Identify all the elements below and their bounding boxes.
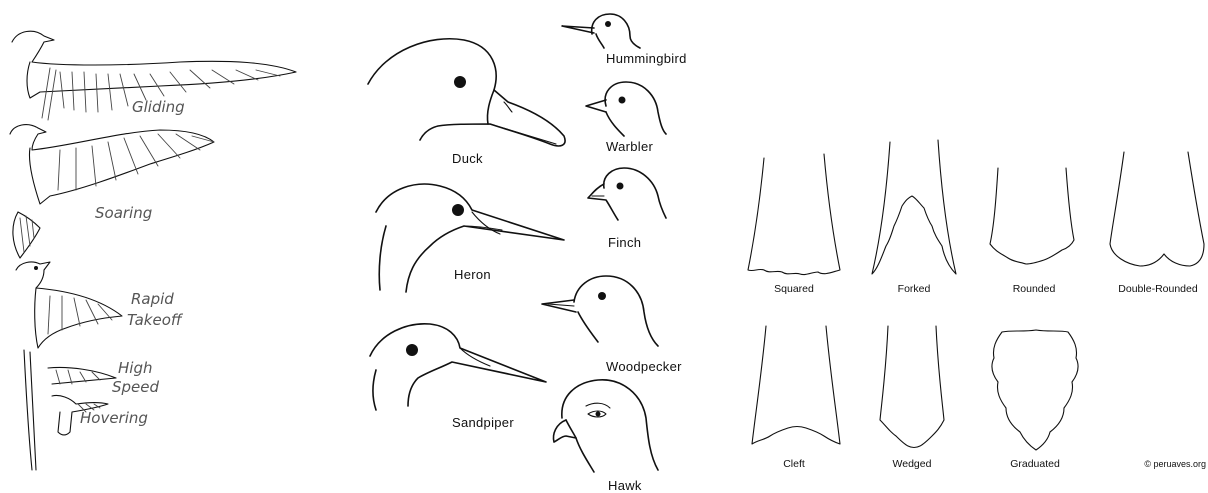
hovering-label: Hovering [80,409,148,427]
copyright-text: © peruaves.org [1144,459,1206,469]
duck-head: Duck [368,39,565,166]
warbler-head: Warbler [586,82,666,154]
finch-head: Finch [588,168,666,250]
wing-flight-panel: Gliding Soaring Rapid [0,0,330,493]
cleft-label: Cleft [783,458,805,470]
speed-label: Speed [112,378,160,396]
wedged-label: Wedged [893,458,932,470]
double-rounded-label: Double-Rounded [1118,283,1198,295]
takeoff-label: Takeoff [127,311,184,329]
squared-label: Squared [774,283,814,295]
beak-types-illustration: Hummingbird Duck Warbler Heron [340,0,720,493]
sandpiper-label: Sandpiper [452,415,514,430]
rapid-takeoff-bird-drawing: Rapid Takeoff [13,212,184,348]
finch-label: Finch [608,235,641,250]
soaring-label: Soaring [95,204,152,222]
tail-shapes-panel: Squared Forked Rounded Double-Rounded Cl… [730,0,1208,493]
rounded-tail-shape: Rounded [990,168,1074,295]
gliding-bird-drawing: Gliding [12,31,296,120]
beak-types-panel: Hummingbird Duck Warbler Heron [340,0,720,493]
rounded-label: Rounded [1013,283,1056,295]
tail-shapes-illustration: Squared Forked Rounded Double-Rounded Cl… [730,0,1208,493]
soaring-bird-drawing: Soaring [10,125,214,222]
hawk-label: Hawk [608,478,642,493]
warbler-label: Warbler [606,139,653,154]
wing-flight-illustration: Gliding Soaring Rapid [0,0,330,493]
double-rounded-tail-shape: Double-Rounded [1110,152,1204,295]
wedged-tail-shape: Wedged [880,326,944,470]
hummingbird-label: Hummingbird [606,51,687,66]
hummingbird-head: Hummingbird [562,14,687,66]
heron-label: Heron [454,267,491,282]
hovering-bird-drawing: Hovering [52,395,148,435]
cleft-tail-shape: Cleft [752,326,840,470]
forked-label: Forked [898,283,931,295]
duck-label: Duck [452,151,483,166]
graduated-tail-shape: Graduated [992,330,1078,470]
rapid-label: Rapid [131,290,174,308]
graduated-label: Graduated [1010,458,1060,470]
woodpecker-head: Woodpecker [542,276,682,374]
heron-head: Heron [376,184,564,292]
sandpiper-head: Sandpiper [370,324,546,430]
hawk-head: Hawk [554,380,659,493]
gliding-label: Gliding [132,98,185,116]
squared-tail-shape: Squared [748,154,840,295]
high-label: High [118,359,152,377]
woodpecker-label: Woodpecker [606,359,682,374]
forked-tail-shape: Forked [872,140,956,295]
